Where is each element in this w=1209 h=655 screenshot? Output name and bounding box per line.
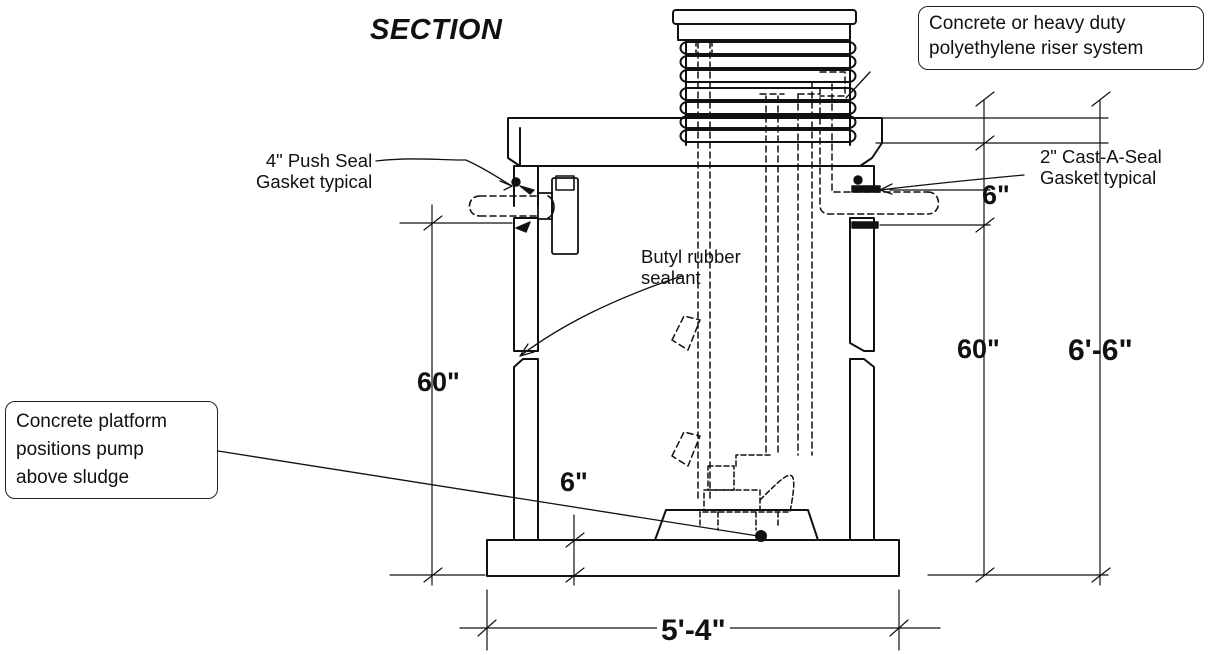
push-seal-gasket: [511, 177, 535, 233]
cast-a-seal-label-line-2: Gasket typical: [1040, 167, 1157, 188]
platform-callout-line-3: above sludge: [16, 467, 130, 488]
platform-callout-line-1: Concrete platform: [16, 411, 168, 432]
inlet-pipe: [468, 175, 579, 255]
leader-lines: [217, 71, 1025, 537]
push-seal-label-line-2: Gasket typical: [256, 171, 373, 192]
left-height-dimension: 60": [417, 367, 460, 397]
dimension-lines: [389, 91, 1111, 651]
riser-stack: [672, 9, 857, 146]
top-lid: [507, 117, 883, 167]
discharge-pipe: [797, 71, 940, 456]
butyl-sealant-label: Butyl rubber sealant: [641, 246, 741, 288]
push-seal-label-line-1: 4" Push Seal: [265, 150, 373, 171]
right-height-dimension: 60": [957, 334, 1000, 364]
guide-pipes: [671, 39, 785, 501]
push-seal-label: 4" Push Seal Gasket typical: [256, 150, 372, 192]
concrete-platform: [654, 509, 819, 542]
left-wall: [513, 165, 539, 541]
pump: [699, 454, 795, 531]
cast-a-seal-label: 2" Cast-A-Seal Gasket typical: [1040, 146, 1162, 188]
butyl-label-line-2: sealant: [641, 267, 701, 288]
concrete-platform-callout: Concrete platform positions pump above s…: [5, 401, 218, 499]
base-slab: [486, 539, 900, 577]
base-thickness-dimension: 6": [560, 467, 588, 497]
top-gap-dimension: 6": [982, 180, 1010, 210]
section-title: SECTION: [370, 14, 503, 46]
platform-callout-line-2: positions pump: [16, 439, 144, 460]
riser-callout-line-1: Concrete or heavy duty: [929, 13, 1126, 34]
butyl-label-line-1: Butyl rubber: [641, 246, 741, 267]
cast-a-seal-gasket: [851, 175, 881, 229]
riser-system-callout: Concrete or heavy duty polyethylene rise…: [918, 6, 1204, 70]
width-dimension: 5'-4": [657, 614, 730, 648]
riser-callout-line-2: polyethylene riser system: [929, 38, 1144, 59]
overall-height-dimension: 6'-6": [1068, 334, 1133, 367]
cast-a-seal-label-line-1: 2" Cast-A-Seal: [1040, 146, 1162, 167]
